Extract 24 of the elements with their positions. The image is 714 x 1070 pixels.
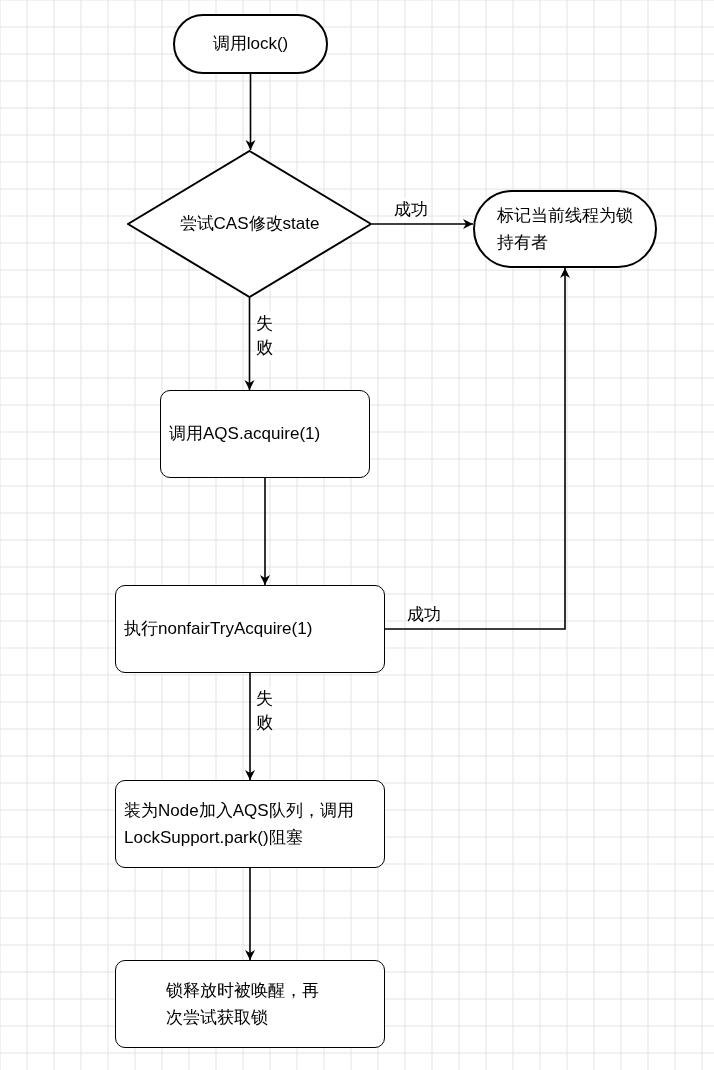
node-label: 调用AQS.acquire(1): [169, 423, 321, 446]
edge-label: 失败: [255, 312, 273, 360]
arrow: [384, 267, 570, 630]
node-label: 装为Node加入AQS队列，调用LockSupport.park()阻塞: [124, 799, 355, 849]
terminal-node: [173, 14, 328, 74]
node-label: 尝试CAS修改state: [179, 213, 320, 236]
arrow: [245, 73, 256, 151]
arrow: [260, 477, 270, 586]
arrow: [244, 297, 255, 391]
edge-label: 失败: [256, 687, 273, 735]
node-label: 调用lock(): [212, 33, 289, 56]
process-box: [115, 780, 385, 868]
process-box: [160, 390, 370, 478]
process-box: [115, 585, 385, 673]
arrow: [245, 867, 255, 961]
edge-label: 成功: [407, 603, 441, 627]
decision-diamond: [127, 150, 372, 298]
edge-label: 成功: [394, 198, 428, 222]
arrow: [245, 672, 255, 781]
node-label: 标记当前线程为锁持有者: [497, 204, 633, 254]
node-label: 锁释放时被唤醒，再次尝试获取锁: [166, 979, 320, 1029]
node-label: 执行nonfairTryAcquire(1): [124, 618, 313, 641]
process-box: [115, 960, 385, 1048]
arrow: [371, 219, 474, 229]
